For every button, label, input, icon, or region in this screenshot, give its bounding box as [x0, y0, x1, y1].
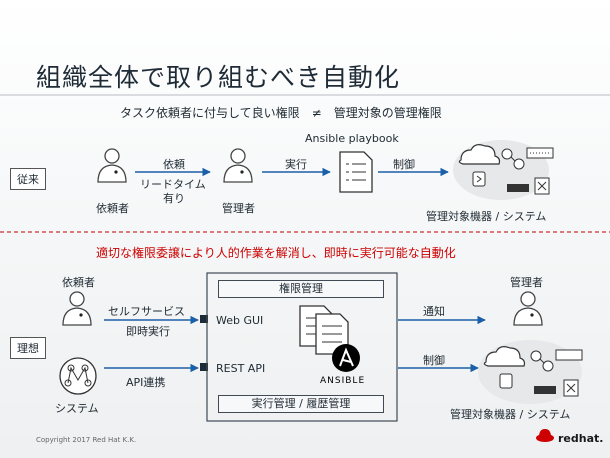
- title-underline: [0, 94, 610, 96]
- selfservice-label: セルフサービス: [108, 305, 185, 318]
- person-icon: [97, 148, 127, 183]
- network-icon: [563, 379, 579, 397]
- storage-icon: [499, 373, 513, 389]
- redhat-logo-text: redhat.: [558, 432, 604, 445]
- requester-label-before: 依頼者: [96, 202, 129, 215]
- targets-cluster-before: [453, 140, 554, 200]
- redhat-logo-icon: [536, 429, 554, 442]
- control-label-before: 制御: [393, 158, 415, 171]
- execute-label-before: 実行: [285, 158, 307, 171]
- storage-icon: [472, 171, 486, 187]
- targets-label-after: 管理対象機器 / システム: [450, 408, 571, 421]
- system-label: システム: [55, 402, 99, 415]
- notify-label: 通知: [423, 305, 445, 318]
- document-icon: [339, 151, 373, 193]
- admin-label-after: 管理者: [510, 276, 543, 289]
- tag-before: 従来: [10, 168, 46, 190]
- restapi-label: REST API: [216, 362, 266, 375]
- request-label: 依頼: [163, 158, 185, 171]
- page-title: 組織全体で取り組むべき自動化: [36, 63, 401, 92]
- person-icon: [62, 291, 92, 326]
- ansible-wordmark: ANSIBLE: [320, 376, 366, 386]
- targets-label-before: 管理対象機器 / システム: [426, 210, 547, 223]
- ansible-logo-icon: [332, 344, 360, 372]
- cloud-icon: [458, 144, 501, 165]
- server-icon: [555, 349, 583, 361]
- control-label-after: 制御: [423, 354, 445, 367]
- storage-icon: [507, 184, 529, 192]
- history-management-box: 実行管理 / 履歴管理: [218, 395, 384, 413]
- instant-label: 即時実行: [126, 325, 170, 338]
- person-icon: [513, 291, 543, 326]
- cloud-icon: [483, 346, 526, 367]
- person-icon: [223, 148, 253, 183]
- admin-label-before: 管理者: [222, 202, 255, 215]
- red-heading: 適切な権限委譲により人的作業を解消し、即時に実行可能な自動化: [96, 246, 456, 260]
- network-icon: [501, 148, 525, 170]
- playbook-label: Ansible playbook: [305, 132, 399, 145]
- webgui-label: Web GUI: [216, 314, 264, 327]
- leadtime-label: リードタイム: [140, 178, 206, 191]
- system-workflow-icon: [59, 357, 97, 395]
- leadtime-label-2: 有り: [163, 192, 185, 205]
- storage-icon: [534, 386, 556, 394]
- server-icon: [526, 147, 554, 159]
- targets-cluster-after: [478, 340, 583, 404]
- copyright: Copyright 2017 Red Hat K.K.: [36, 436, 137, 444]
- tag-after: 理想: [10, 337, 46, 359]
- api-link-label: API連携: [126, 376, 166, 389]
- subtitle: タスク依頼者に付与して良い権限 ≠ 管理対象の管理権限: [120, 106, 442, 120]
- requester-label-after: 依頼者: [62, 276, 95, 289]
- network-icon: [534, 177, 550, 195]
- network-icon: [530, 350, 554, 372]
- document-icon: [315, 313, 349, 355]
- auth-management-box: 権限管理: [218, 280, 384, 298]
